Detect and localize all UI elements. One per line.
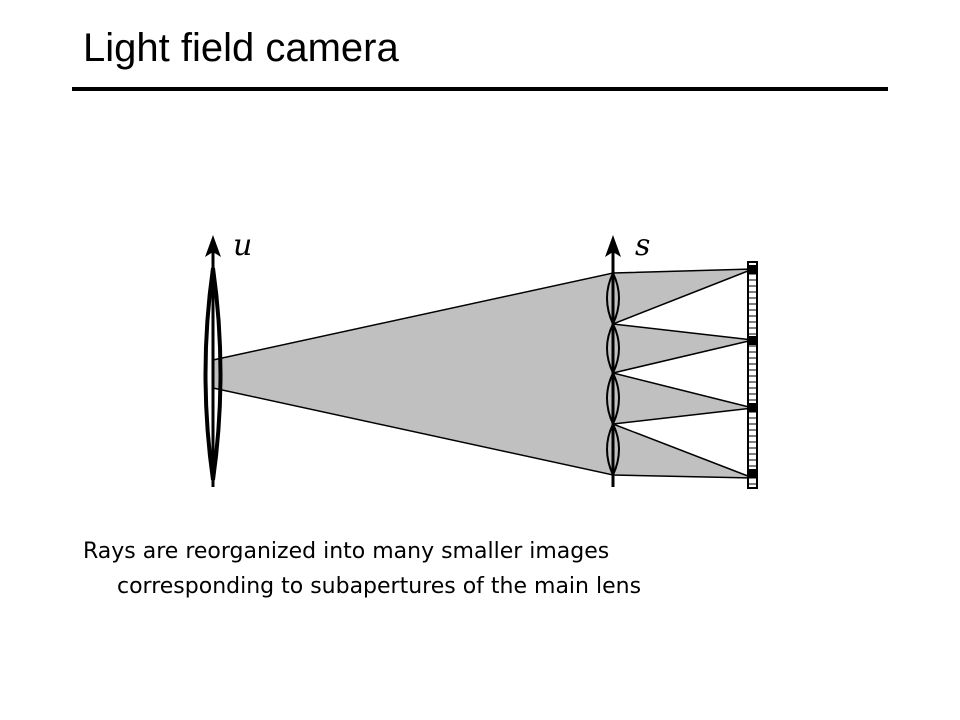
sensor-strip (747, 261, 758, 489)
slide-title: Light field camera (83, 26, 399, 70)
microlens-4 (606, 421, 620, 478)
sensor-pixel-1 (748, 265, 757, 274)
main-lens (203, 267, 223, 481)
main-ray-bundle (212, 272, 614, 476)
microlens-array (606, 270, 620, 478)
title-underline (72, 87, 888, 91)
sensor-array (747, 261, 758, 489)
microlens-cone-3 (612, 372, 754, 425)
s-axis-label: s (635, 228, 650, 263)
caption-line-1: Rays are reorganized into many smaller i… (83, 539, 610, 564)
sensor-pixel-2 (748, 336, 757, 345)
microlens-cone-4 (612, 422, 754, 479)
sensor-pixel-3 (748, 403, 757, 412)
sensor-pixel-4 (748, 469, 757, 478)
caption: Rays are reorganized into many smaller i… (83, 534, 883, 604)
s-axis-arrowhead (605, 235, 621, 257)
u-axis-label: u (233, 228, 252, 263)
microlens-cone-1 (612, 268, 754, 326)
microlens-cone-2 (612, 323, 754, 374)
u-axis-arrowhead (205, 235, 221, 257)
caption-line-2: corresponding to subapertures of the mai… (117, 574, 642, 599)
